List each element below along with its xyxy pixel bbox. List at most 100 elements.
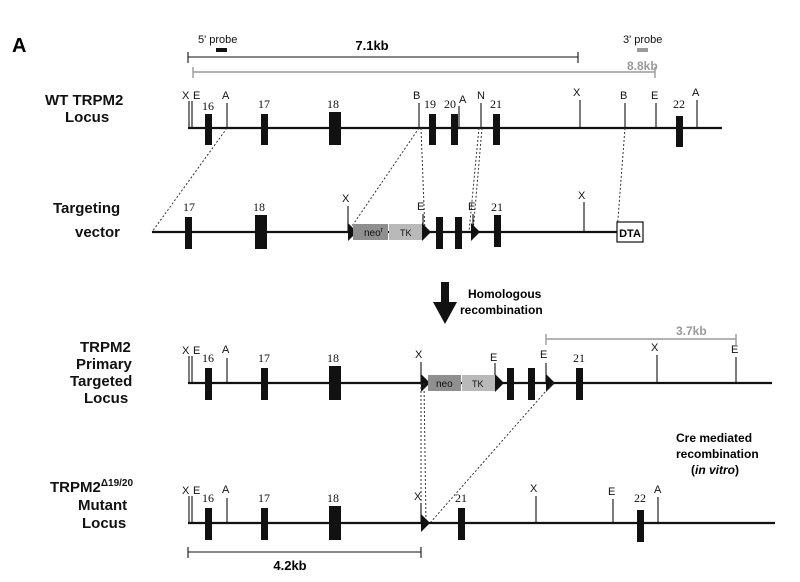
- primary-exon-21-label: 21: [573, 351, 585, 365]
- dta-label: DTA: [619, 228, 641, 240]
- loxp-1: [348, 223, 357, 241]
- wt-exon-17: [261, 114, 268, 145]
- mutant-site-x3: X: [530, 483, 538, 495]
- vector-exon-18-label: 18: [253, 200, 265, 214]
- primary-label-2: Primary: [76, 356, 133, 373]
- primary-label-3: Targeted: [70, 373, 132, 390]
- primary-loxp-2: [495, 374, 504, 392]
- wt-exon-22-label: 22: [673, 97, 685, 111]
- wt-exon-22: [676, 116, 683, 147]
- mutant-site-x2: X: [414, 491, 422, 503]
- loxp-3: [471, 223, 480, 241]
- mutant-loxp: [421, 514, 430, 532]
- vector-exon-21-label: 21: [491, 200, 503, 214]
- vector-exon-19: [436, 217, 443, 249]
- wt-site-a2: A: [459, 94, 467, 106]
- mutant-label-1: TRPM2Δ19/20: [50, 478, 133, 496]
- fragment-3-7kb-label: 3.7kb: [676, 324, 707, 338]
- five-prime-probe: [216, 48, 227, 52]
- vector-label-2: vector: [75, 224, 120, 241]
- primary-exon-21: [576, 368, 583, 400]
- neo-r-box: [353, 224, 388, 240]
- cre-text-3: (in vitro): [691, 463, 739, 477]
- primary-exon-18-label: 18: [327, 351, 339, 365]
- wt-site-b1: B: [413, 90, 420, 102]
- wt-exon-18: [329, 112, 341, 145]
- primary-label-4: Locus: [84, 390, 128, 407]
- mutant-site-a2: A: [654, 484, 662, 496]
- mutant-exon-16-label: 16: [202, 491, 214, 505]
- wt-exon-19-label: 19: [424, 97, 436, 111]
- primary-exon-17: [261, 368, 268, 400]
- vector-exon-21: [494, 215, 501, 247]
- three-prime-probe: [637, 48, 648, 52]
- fragment-4-2kb-label: 4.2kb: [273, 558, 306, 573]
- neo-r-label: neor: [364, 227, 384, 239]
- primary-neo-label: neo: [436, 379, 453, 390]
- panel-label: A: [12, 35, 26, 57]
- primary-site-e3: E: [540, 349, 547, 361]
- primary-exon-19: [507, 368, 514, 400]
- wt-exon-20: [451, 114, 458, 145]
- wt-site-a3: A: [692, 87, 700, 99]
- arrow-text-2: recombination: [460, 303, 543, 317]
- recombination-arrow-shaft: [441, 282, 449, 304]
- primary-loxp-1: [421, 374, 430, 392]
- vector-site-e2: E: [468, 201, 475, 213]
- mutant-exon-22-label: 22: [634, 491, 646, 505]
- wt-site-x2: X: [573, 87, 581, 99]
- primary-exon-17-label: 17: [258, 351, 270, 365]
- loxp-2: [422, 223, 431, 241]
- wt-exon-21-label: 21: [490, 97, 502, 111]
- mutant-exon-16: [205, 508, 212, 540]
- wt-site-e1: E: [193, 90, 200, 102]
- vector-site-e1: E: [417, 201, 424, 213]
- dta-box: [616, 221, 644, 243]
- primary-site-e1: E: [193, 345, 200, 357]
- primary-site-e4: E: [731, 344, 738, 356]
- cre-text-1: Cre mediated: [676, 431, 752, 445]
- mutant-exon-17-label: 17: [258, 491, 270, 505]
- vector-site-x1: X: [342, 193, 350, 205]
- primary-site-x2: X: [415, 349, 423, 361]
- wt-exon-16-label: 16: [202, 99, 214, 113]
- mutant-exon-21: [458, 508, 465, 540]
- wt-exon-21: [493, 114, 500, 145]
- wt-locus-label-2: Locus: [65, 109, 109, 126]
- wt-exon-18-label: 18: [327, 97, 339, 111]
- mutant-site-e2: E: [608, 486, 615, 498]
- primary-site-e2: E: [490, 352, 497, 364]
- primary-tk-label: TK: [472, 379, 484, 389]
- primary-exon-16-label: 16: [202, 351, 214, 365]
- wt-site-e2: E: [651, 90, 658, 102]
- arrow-text-1: Homologous: [468, 287, 542, 301]
- mutant-exon-21-label: 21: [455, 491, 467, 505]
- mutant-label-3: Locus: [82, 515, 126, 532]
- primary-exon-20: [528, 368, 535, 400]
- wt-site-x1: X: [182, 90, 190, 102]
- primary-exon-16: [205, 368, 212, 400]
- primary-neo-box: [428, 375, 461, 391]
- fragment-8-8kb-label: 8.8kb: [627, 59, 658, 73]
- mutant-label-2: Mutant: [78, 497, 127, 514]
- primary-site-x1: X: [182, 345, 190, 357]
- wt-site-a1: A: [222, 90, 230, 102]
- recombination-arrow-head: [433, 302, 457, 324]
- mutant-exon-17: [261, 508, 268, 540]
- mutant-exon-18-label: 18: [327, 491, 339, 505]
- primary-site-x3: X: [651, 342, 659, 354]
- three-prime-probe-label: 3' probe: [623, 34, 662, 46]
- mutant-site-x1: X: [182, 485, 190, 497]
- five-prime-probe-label: 5' probe: [198, 34, 237, 46]
- wt-exon-16: [205, 114, 212, 145]
- tk-box: [389, 224, 422, 240]
- fragment-7-1kb-label: 7.1kb: [355, 38, 388, 53]
- cre-text-2: recombination: [676, 447, 759, 461]
- wt-site-n: N: [477, 90, 485, 102]
- primary-loxp-3: [546, 374, 555, 392]
- wt-exon-19: [429, 114, 436, 145]
- primary-site-a1: A: [222, 344, 230, 356]
- vector-label-1: Targeting: [53, 200, 120, 217]
- vector-site-x2: X: [578, 190, 586, 202]
